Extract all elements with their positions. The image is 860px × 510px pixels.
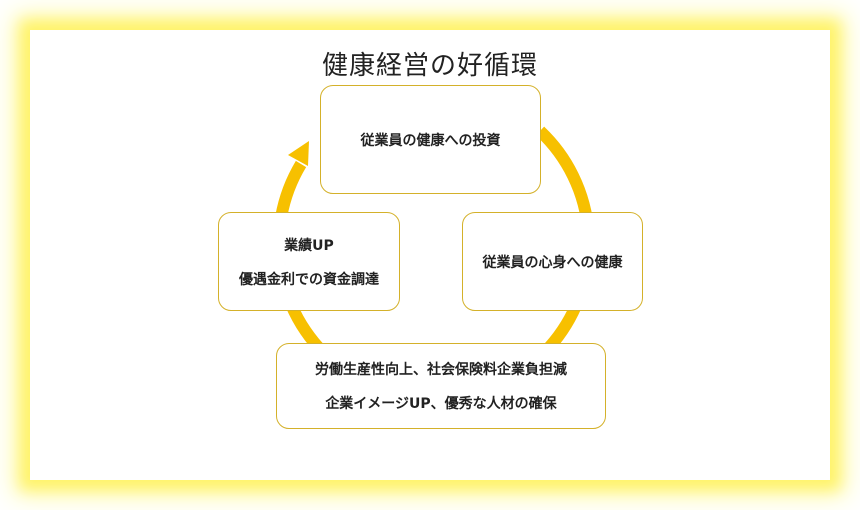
node-wellbeing-label: 従業員の心身への健康 [482, 254, 623, 271]
node-performance-line1: 業績UP [284, 237, 334, 254]
node-performance-line2: 優遇金利での資金調達 [239, 271, 379, 288]
node-wellbeing: 従業員の心身への健康 [462, 212, 643, 311]
diagram-title: 健康経営の好循環 [321, 51, 538, 81]
node-productivity-line2: 企業イメージUP、優秀な人材の確保 [325, 396, 557, 412]
node-investment: 従業員の健康への投資 [320, 85, 541, 194]
cycle-arrowhead [288, 141, 309, 166]
node-investment-label: 従業員の健康への投資 [360, 132, 501, 149]
node-performance: 業績UP 優遇金利での資金調達 [218, 212, 400, 311]
node-productivity: 労働生産性向上、社会保険料企業負担減 企業イメージUP、優秀な人材の確保 [276, 343, 606, 429]
node-productivity-line1: 労働生産性向上、社会保険料企業負担減 [315, 362, 567, 378]
